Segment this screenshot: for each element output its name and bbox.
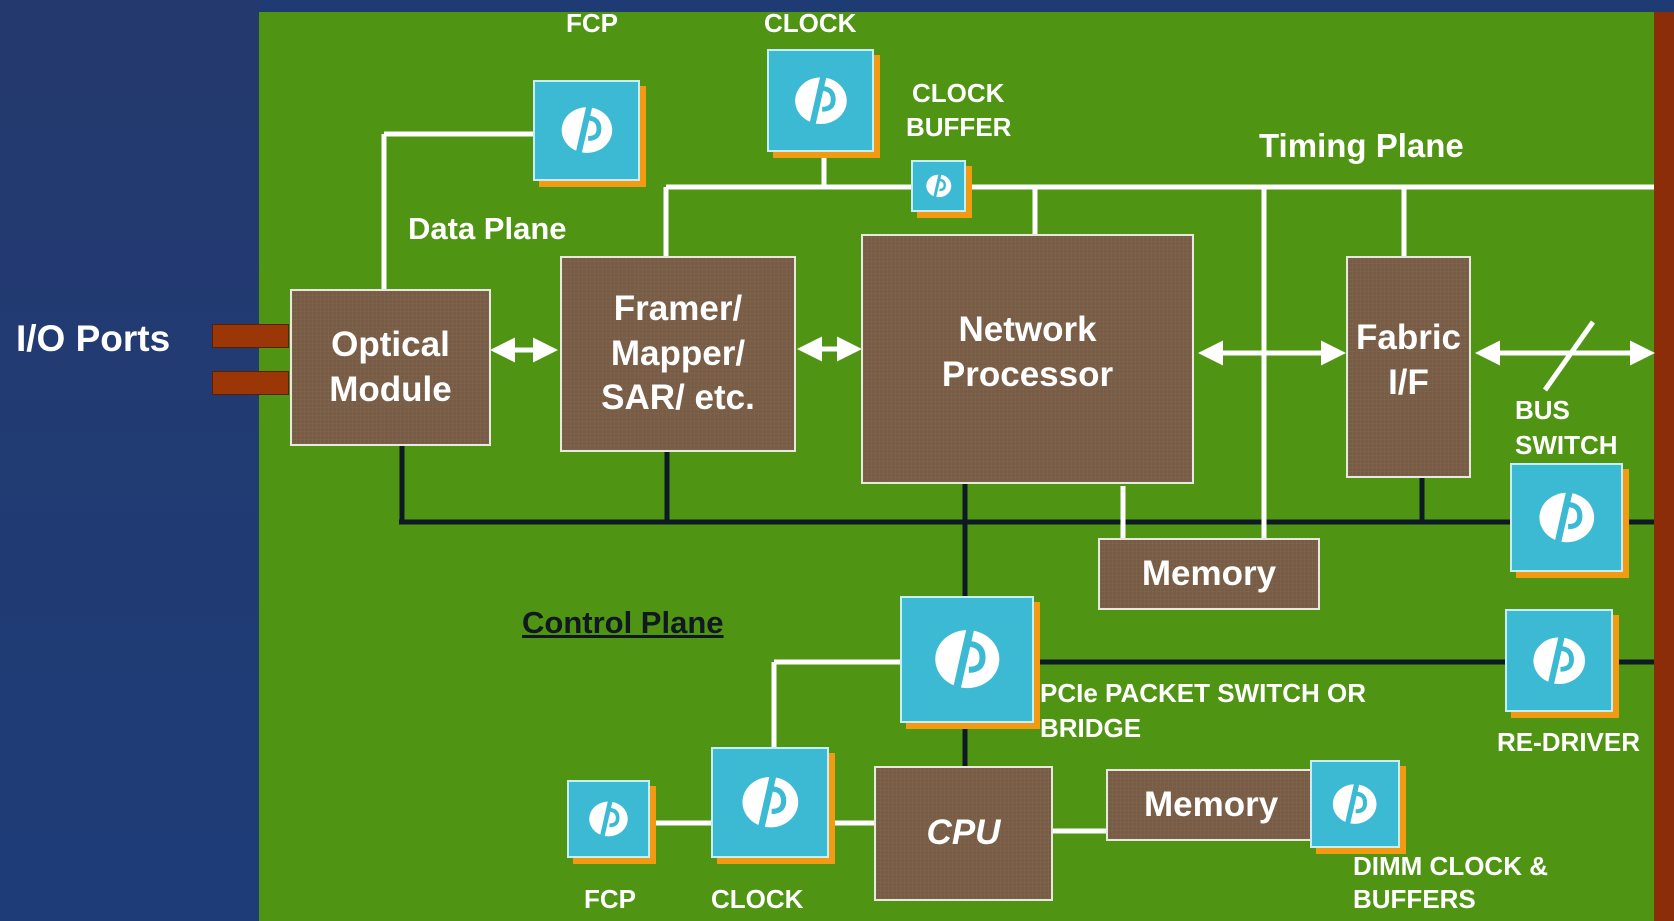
dimm-clock-label-line2: BUFFERS bbox=[1353, 884, 1476, 914]
bus-switch-chip bbox=[1510, 463, 1623, 572]
clock-top-label: CLOCK bbox=[764, 8, 857, 38]
idt-logo-icon bbox=[1539, 488, 1594, 547]
network-processor-line2: Processor bbox=[941, 354, 1114, 394]
double-arrow-icon bbox=[490, 336, 1655, 366]
data-plane-label: Data Plane bbox=[408, 211, 567, 246]
pcie-switch-label-line1: PCIe PACKET SWITCH OR bbox=[1040, 678, 1366, 708]
framer-mapper-block: Framer/Mapper/SAR/ etc. bbox=[560, 256, 796, 452]
dimm-clock-chip bbox=[1310, 760, 1400, 848]
bus-width-slash bbox=[1542, 320, 1596, 392]
cpu-block: CPU bbox=[874, 766, 1053, 901]
clock-buffer-label-line2: BUFFER bbox=[906, 112, 1012, 142]
pcie-switch-label-line2: BRIDGE bbox=[1040, 713, 1142, 743]
memory-block-bottom: Memory bbox=[1106, 769, 1312, 841]
fcp-chip-top bbox=[533, 80, 640, 181]
optical-module-line2: Module bbox=[329, 369, 452, 409]
io-ports-label: I/O Ports bbox=[16, 318, 171, 359]
board-edge-connector bbox=[1654, 12, 1674, 921]
idt-logo-icon bbox=[561, 103, 612, 158]
idt-logo-icon bbox=[1533, 632, 1585, 689]
bus-switch-label-line1: BUS bbox=[1515, 395, 1570, 425]
idt-logo-icon bbox=[794, 72, 847, 129]
slide-background bbox=[0, 0, 259, 921]
fcp-bottom-label: FCP bbox=[584, 884, 636, 914]
framer-line2: Mapper/ bbox=[610, 333, 746, 373]
cpu-label: CPU bbox=[926, 813, 1001, 853]
io-port-2 bbox=[212, 371, 289, 395]
memory-bottom-label: Memory bbox=[1144, 784, 1279, 824]
memory-block-top: Memory bbox=[1098, 538, 1320, 610]
idt-logo-icon bbox=[1333, 780, 1377, 828]
clock-bottom-label: CLOCK bbox=[711, 884, 804, 914]
re-driver-chip bbox=[1505, 609, 1613, 712]
pcie-switch-chip bbox=[900, 596, 1034, 723]
framer-line1: Framer/ bbox=[613, 288, 743, 328]
clock-chip-top bbox=[767, 49, 874, 152]
idt-logo-icon bbox=[589, 798, 628, 840]
fcp-top-label: FCP bbox=[566, 8, 618, 38]
fabric-line2: I/F bbox=[1388, 362, 1429, 402]
framer-line3: SAR/ etc. bbox=[601, 378, 755, 418]
control-plane-label: Control Plane bbox=[522, 605, 724, 640]
re-driver-label: RE-DRIVER bbox=[1497, 727, 1641, 757]
fabric-line1: Fabric bbox=[1355, 318, 1462, 357]
optical-module-line1: Optical bbox=[331, 324, 450, 364]
clock-chip-bottom bbox=[711, 747, 829, 858]
idt-logo-icon bbox=[934, 625, 1000, 694]
clock-buffer-label-line1: CLOCK bbox=[912, 78, 1005, 108]
bus-switch-label-line2: SWITCH bbox=[1515, 430, 1618, 460]
idt-logo-icon bbox=[742, 772, 798, 833]
dimm-clock-label-line1: DIMM CLOCK & bbox=[1353, 851, 1548, 881]
idt-logo-icon bbox=[925, 172, 951, 200]
io-port-1 bbox=[212, 324, 289, 348]
memory-top-label: Memory bbox=[1141, 553, 1277, 593]
clock-buffer-chip bbox=[911, 160, 966, 212]
timing-plane-label: Timing Plane bbox=[1259, 127, 1464, 164]
fcp-chip-bottom bbox=[567, 780, 650, 858]
network-processor-line1: Network bbox=[958, 310, 1097, 349]
